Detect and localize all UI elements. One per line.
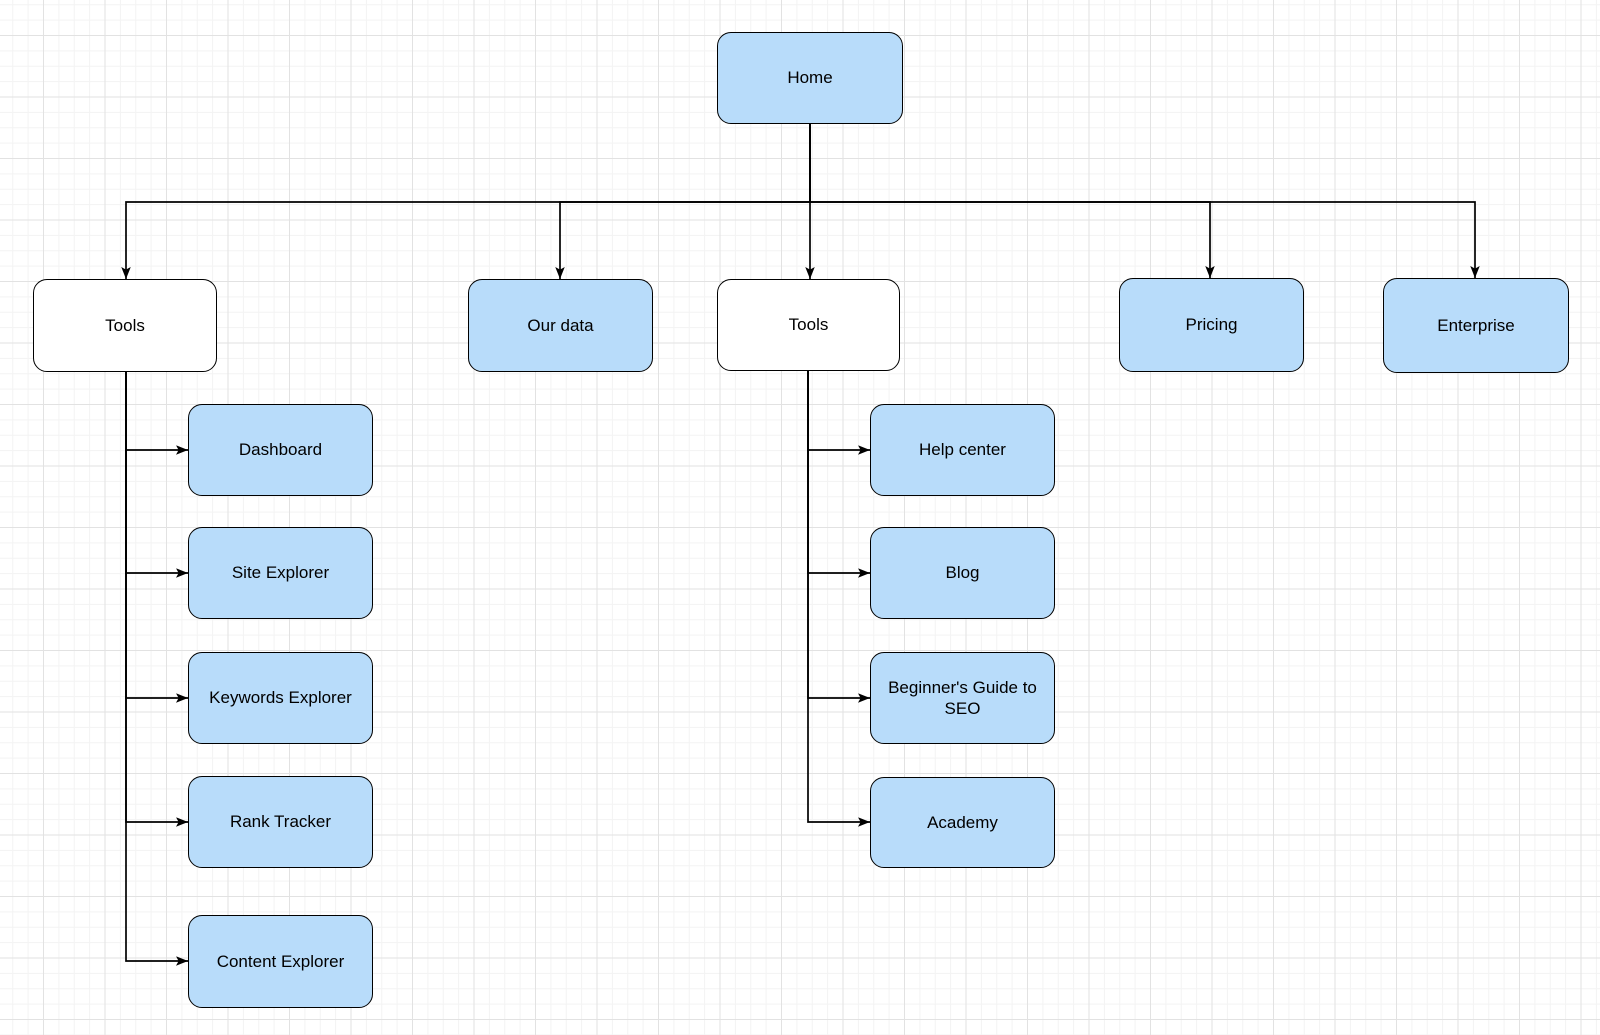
node-help-center[interactable]: Help center — [870, 404, 1055, 496]
edge-tools-mid-to-blog[interactable] — [807, 371, 870, 578]
node-label: Pricing — [1185, 315, 1238, 335]
node-label: Enterprise — [1437, 315, 1515, 335]
edge-home-to-enterprise[interactable] — [809, 124, 1480, 278]
node-label: Our data — [527, 315, 594, 335]
node-enterprise[interactable]: Enterprise — [1383, 278, 1569, 373]
node-home[interactable]: Home — [717, 32, 903, 124]
node-tools-left[interactable]: Tools — [33, 279, 217, 372]
node-label: Rank Tracker — [229, 812, 332, 832]
edge-tools-left-to-content-explorer[interactable] — [125, 372, 188, 966]
edge-home-to-our-data[interactable] — [555, 124, 811, 279]
node-beginners-guide[interactable]: Beginner's Guide to SEO — [870, 652, 1055, 744]
node-blog[interactable]: Blog — [870, 527, 1055, 619]
node-label: Content Explorer — [216, 951, 345, 971]
node-label: Keywords Explorer — [209, 688, 352, 708]
node-content-explorer[interactable]: Content Explorer — [188, 915, 373, 1008]
node-label: Beginner's Guide to SEO — [888, 677, 1037, 718]
node-label: Dashboard — [238, 440, 323, 460]
edge-home-to-pricing[interactable] — [809, 124, 1215, 278]
edge-tools-left-to-keywords-explorer[interactable] — [125, 372, 188, 703]
node-site-explorer[interactable]: Site Explorer — [188, 527, 373, 619]
node-label: Tools — [788, 315, 829, 335]
node-tools-mid[interactable]: Tools — [717, 279, 900, 371]
edge-tools-mid-to-help-center[interactable] — [807, 371, 870, 455]
node-rank-tracker[interactable]: Rank Tracker — [188, 776, 373, 868]
edge-tools-mid-to-academy[interactable] — [807, 371, 870, 827]
node-label: Help center — [919, 440, 1006, 460]
node-label: Site Explorer — [231, 563, 330, 583]
node-pricing[interactable]: Pricing — [1119, 278, 1304, 372]
node-keywords-explorer[interactable]: Keywords Explorer — [188, 652, 373, 744]
node-dashboard[interactable]: Dashboard — [188, 404, 373, 496]
edge-tools-left-to-rank-tracker[interactable] — [125, 372, 188, 827]
node-label: Tools — [105, 315, 145, 335]
node-our-data[interactable]: Our data — [468, 279, 653, 372]
node-academy[interactable]: Academy — [870, 777, 1055, 868]
node-label: Home — [787, 68, 833, 88]
node-label: Blog — [945, 563, 980, 583]
edge-tools-left-to-site-explorer[interactable] — [125, 372, 188, 578]
node-label: Academy — [927, 812, 998, 832]
edge-tools-mid-to-beginners-guide[interactable] — [807, 371, 870, 703]
edge-tools-left-to-dashboard[interactable] — [125, 372, 188, 455]
